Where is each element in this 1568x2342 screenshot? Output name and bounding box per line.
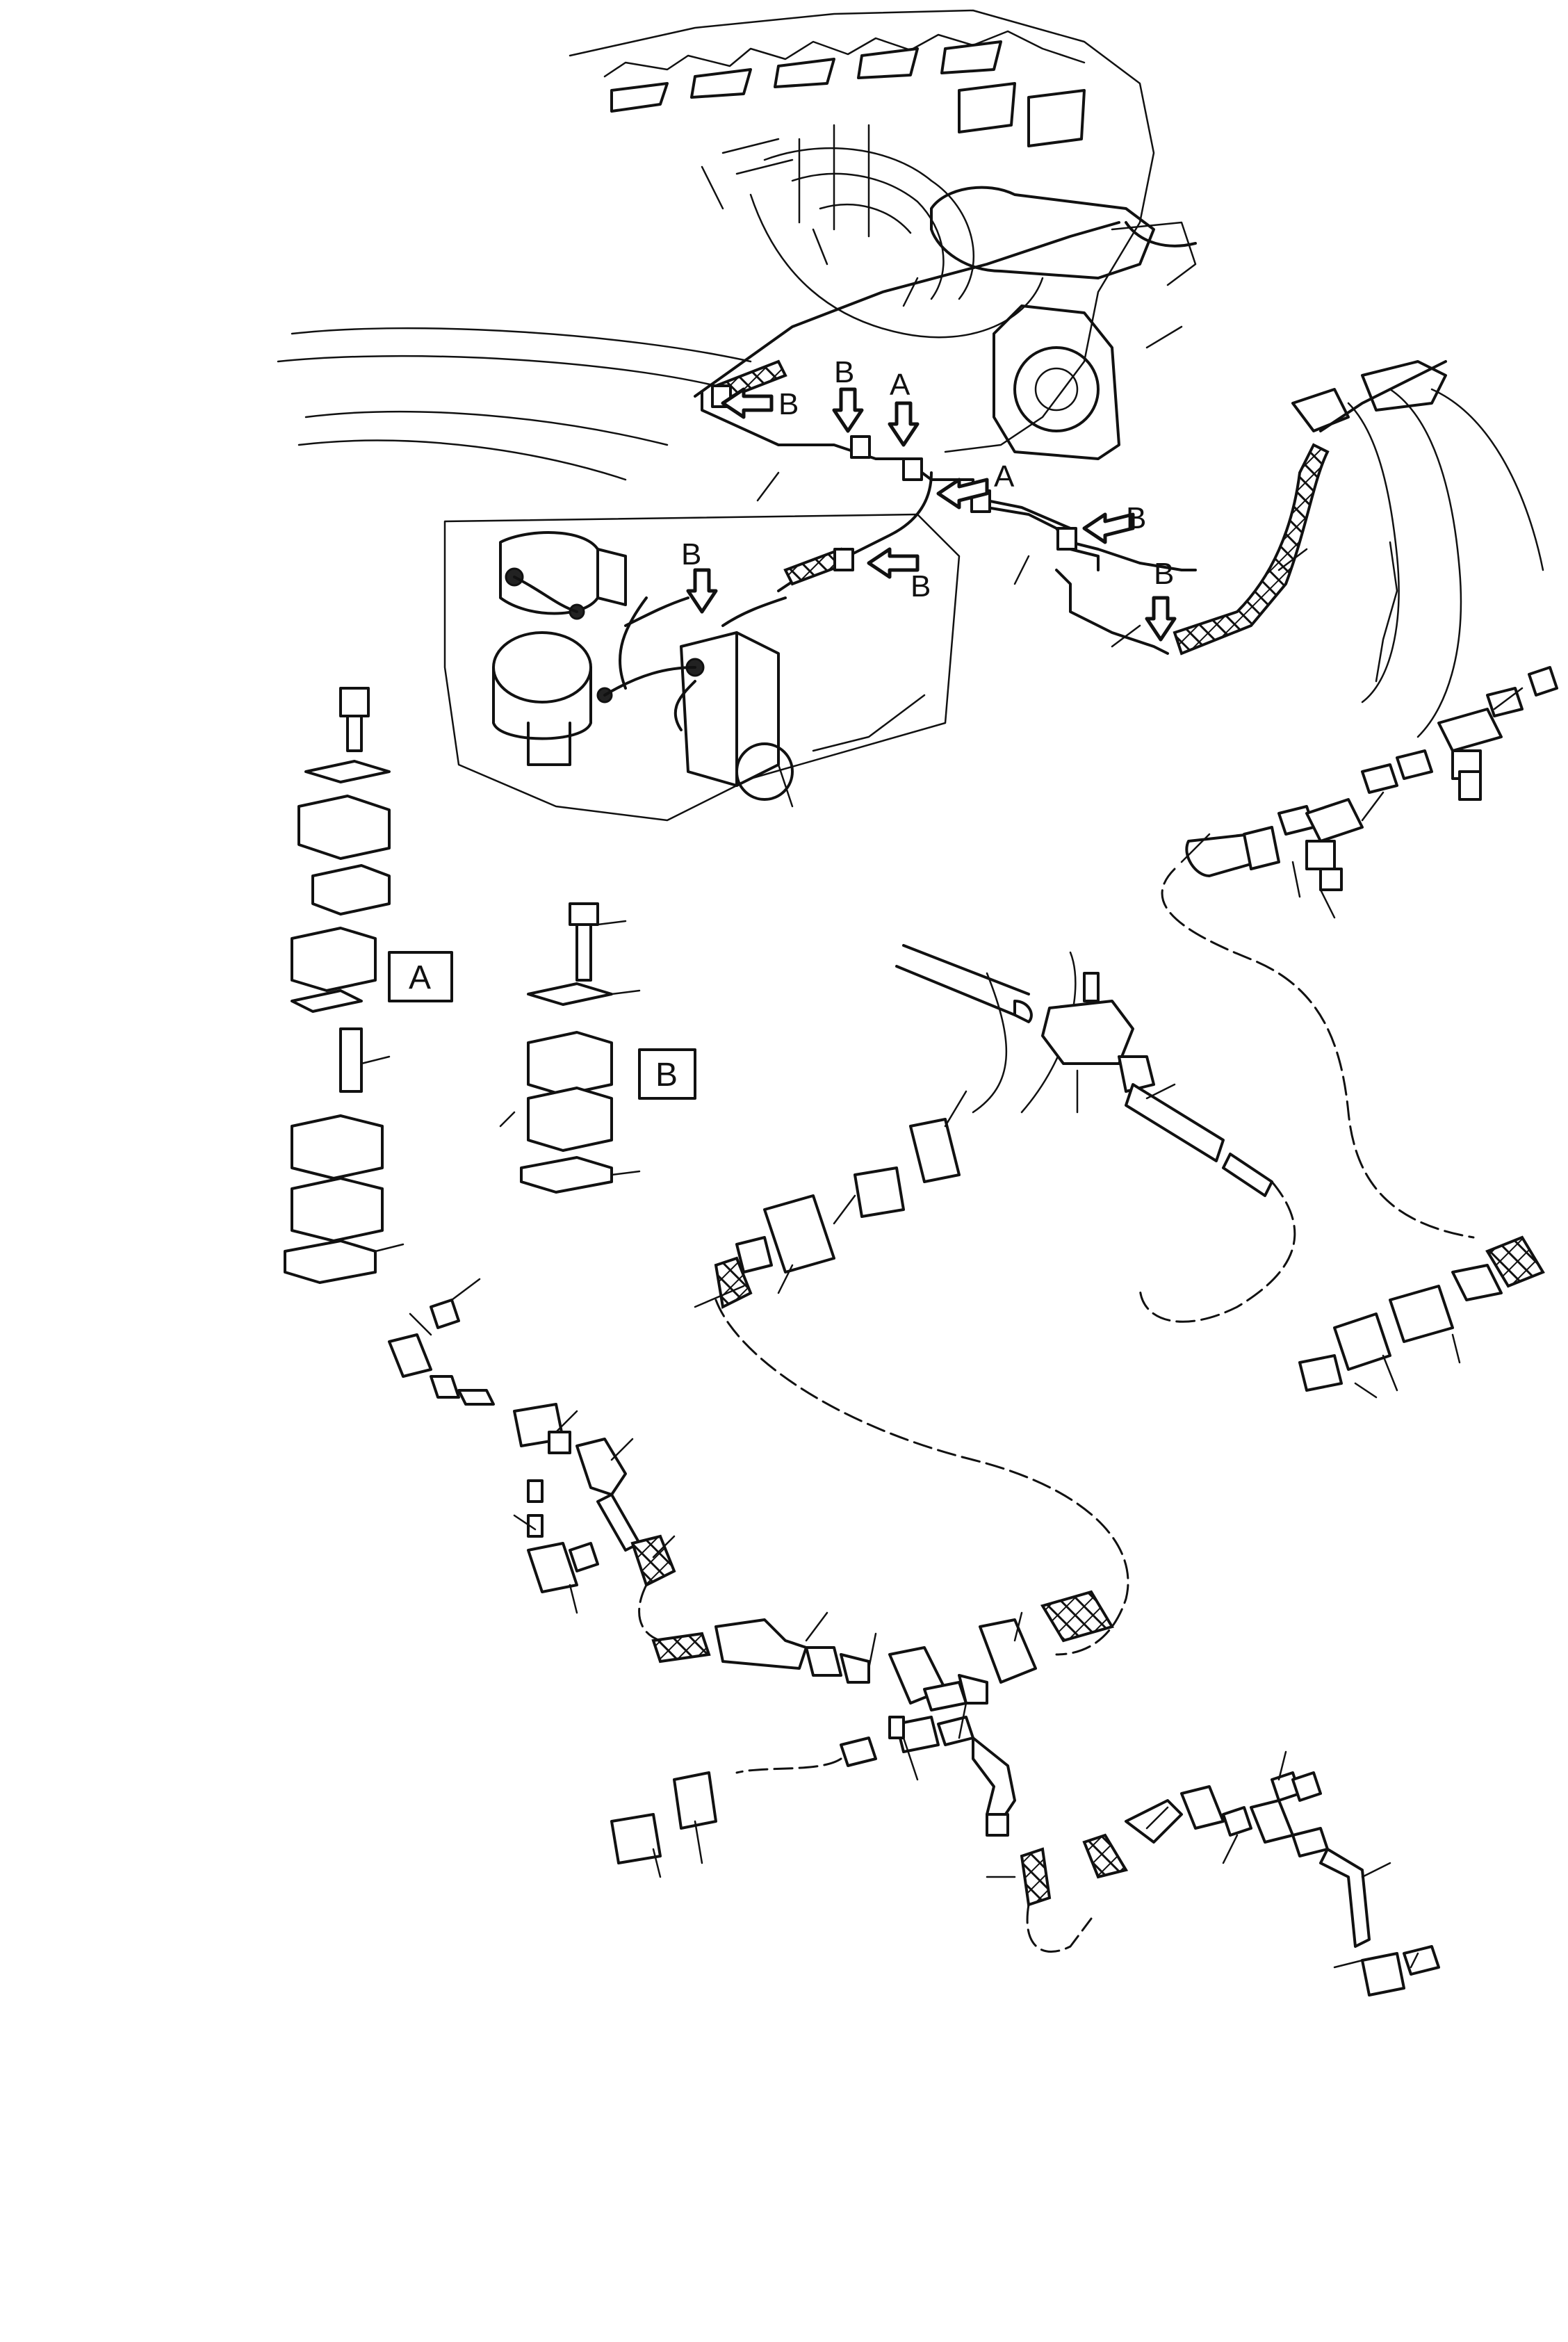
clamp-label-b: B	[834, 355, 854, 389]
clamp-label-b: B	[1154, 557, 1174, 591]
engine-assembly-outline	[277, 9, 1197, 481]
clamp-label-b: B	[1126, 501, 1146, 535]
connector-cluster-center	[714, 972, 1129, 1656]
hollow-arrow-icon	[888, 401, 920, 447]
main-line-pipe	[895, 944, 1273, 1197]
clamp-type-box	[388, 951, 453, 1002]
tee-fitting-cluster-lower-right	[1082, 1771, 1440, 1997]
hollow-arrow-icon	[686, 568, 718, 614]
hollow-arrow-icon	[721, 387, 774, 419]
clamp-arrow-a-2: A	[936, 460, 1015, 510]
hollow-arrow-icon	[832, 387, 864, 433]
tee-fitting-cluster-right	[1161, 666, 1558, 1239]
clamp-type-box	[638, 1048, 696, 1100]
clamp-label-a: A	[890, 368, 910, 402]
brake-valve-assembly	[443, 513, 961, 822]
frame-right-outline	[1291, 360, 1544, 738]
hollow-arrow-icon	[936, 478, 989, 510]
clamp-label-b: B	[681, 537, 701, 571]
cross-fitting-cluster-lower	[610, 1590, 1115, 1953]
clamp-type-label-b: B	[655, 1057, 678, 1093]
clamp-label-b: B	[778, 387, 799, 421]
clamp-type-label-a: A	[409, 959, 431, 996]
hollow-arrow-icon	[867, 547, 920, 579]
clamp-b-exploded: B	[499, 902, 696, 1194]
hollow-arrow-icon	[1082, 512, 1135, 544]
clamp-arrow-b-1: B	[721, 387, 799, 421]
clamp-label-b: B	[910, 569, 931, 603]
clamp-a-exploded: A	[284, 687, 453, 1284]
clamp-arrow-b-4: B	[1145, 557, 1177, 642]
connector-cluster-right	[1138, 1180, 1545, 1392]
clamp-arrow-a-1: A	[888, 368, 920, 447]
hollow-arrow-icon	[1145, 596, 1177, 642]
connector-cluster-lower-left	[388, 1299, 676, 1642]
clamp-arrow-b-6: B	[681, 537, 718, 614]
clamp-arrow-b-3: B	[1082, 501, 1146, 544]
part-callout-leaders	[409, 228, 1524, 1969]
clamp-arrow-b-2: B	[832, 355, 864, 433]
clamp-label-a: A	[994, 460, 1015, 494]
clamp-arrow-b-5: B	[867, 547, 931, 603]
brake-pipe-run-upper	[694, 221, 1447, 656]
clamp-callouts: B B A A B B B B	[681, 355, 1177, 642]
